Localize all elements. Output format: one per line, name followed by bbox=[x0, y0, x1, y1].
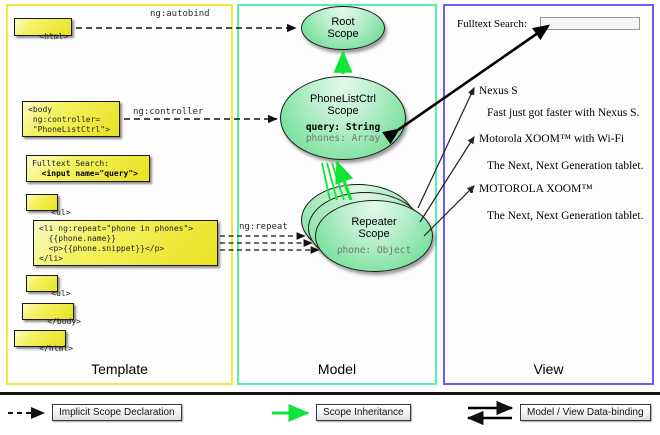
view-item-snippet-2: The Next, Next Generation tablet. bbox=[487, 210, 644, 222]
view-item-snippet-1: The Next, Next Generation tablet. bbox=[487, 160, 644, 172]
scope-root-title: Root Scope bbox=[327, 16, 358, 40]
code-line-1: <body bbox=[28, 105, 53, 114]
edge-label-ng-controller: ng:controller bbox=[133, 107, 204, 117]
view-item-snippet-0: Fast just got faster with Nexus S. bbox=[487, 107, 640, 119]
legend-label-scope-inheritance: Scope Inheritance bbox=[316, 404, 411, 421]
legend-arrow-glyphs bbox=[8, 400, 514, 426]
view-search-input[interactable] bbox=[540, 17, 640, 30]
legend: Implicit Scope Declaration Scope Inherit… bbox=[0, 396, 660, 435]
legend-label-model-view-data-binding: Model / View Data-binding bbox=[520, 404, 651, 421]
code-line-2: ng:controller= bbox=[28, 115, 101, 124]
code-line-2: {{phone.name}} bbox=[39, 234, 117, 243]
scope-phonelistctrl: PhoneListCtrl Scope query: String phones… bbox=[280, 76, 406, 160]
view-item-name-1: Motorola XOOM™ with Wi-Fi bbox=[479, 133, 625, 145]
code-box-body-open: <body ng:controller= "PhoneListCtrl"> bbox=[22, 101, 120, 137]
scope-root: Root Scope bbox=[301, 6, 385, 50]
scope-ctrl-prop-phones: phones: Array bbox=[305, 132, 381, 144]
code-box-fulltext-search: Fulltext Search: <input name="query"> bbox=[26, 155, 150, 182]
scope-ctrl-prop-query: query: String bbox=[305, 121, 381, 133]
code-line-1: Fulltext Search: bbox=[32, 159, 110, 168]
scope-root-title-line2: Scope bbox=[327, 28, 359, 40]
code-text: <ul> bbox=[51, 289, 71, 298]
scope-repeater-title-line1: Repeater bbox=[351, 216, 397, 228]
scope-ctrl-title-line1: PhoneListCtrl bbox=[309, 92, 377, 105]
code-box-li-repeat: <li ng:repeat="phone in phones"> {{phone… bbox=[33, 220, 218, 266]
scope-ctrl-props: query: String phones: Array bbox=[306, 122, 380, 144]
edge-label-ng-autobind: ng:autobind bbox=[150, 9, 210, 19]
scope-ctrl-title-line2: Scope bbox=[327, 104, 359, 117]
view-content: Fulltext Search: Nexus S Fast just got f… bbox=[443, 4, 654, 385]
panel-view-label: View bbox=[533, 361, 564, 377]
edge-label-ng-repeat: ng:repeat bbox=[239, 222, 288, 232]
scope-ctrl-title: PhoneListCtrl Scope bbox=[310, 93, 376, 117]
code-line-3: <p>{{phone.snippet}}</p> bbox=[39, 244, 165, 253]
code-text: </body> bbox=[47, 317, 81, 326]
view-bullet-2 bbox=[470, 190, 473, 193]
view-search-label: Fulltext Search: bbox=[457, 18, 527, 30]
view-bullet-1 bbox=[470, 140, 473, 143]
scope-repeater: Repeater Scope phone: Object bbox=[315, 200, 433, 272]
code-box-body-close: </body> bbox=[22, 303, 81, 326]
view-item-name-2: MOTOROLA XOOM™ bbox=[479, 183, 593, 195]
code-line-2: <input name="query"> bbox=[32, 169, 138, 178]
scope-root-title-line1: Root bbox=[331, 16, 355, 28]
code-box-html-close: </html> bbox=[14, 330, 73, 353]
code-text: </html> bbox=[39, 344, 73, 353]
code-line-4: </li> bbox=[39, 254, 64, 263]
legend-label-implicit-scope-declaration: Implicit Scope Declaration bbox=[52, 404, 182, 421]
scope-repeater-props: phone: Object bbox=[337, 245, 411, 256]
code-line-3: "PhoneListCtrl"> bbox=[28, 125, 110, 134]
panel-model-label: Model bbox=[317, 361, 357, 377]
scope-repeater-prop-phone: phone: Object bbox=[336, 245, 412, 256]
panel-template-label: Template bbox=[91, 361, 148, 377]
view-bullet-0 bbox=[470, 92, 473, 95]
code-text: <ul> bbox=[51, 208, 71, 217]
code-box-ul-close: <ul> bbox=[26, 275, 71, 298]
code-text: <html> bbox=[39, 32, 69, 41]
code-box-ul-open: <ul> bbox=[26, 194, 71, 217]
view-item-name-0: Nexus S bbox=[479, 85, 518, 97]
code-box-html-open: <html> bbox=[14, 18, 72, 41]
legend-divider bbox=[0, 392, 660, 395]
scope-repeater-title: Repeater Scope bbox=[351, 216, 396, 240]
scope-repeater-title-line2: Scope bbox=[358, 228, 390, 240]
code-line-1: <li ng:repeat="phone in phones"> bbox=[39, 224, 194, 233]
